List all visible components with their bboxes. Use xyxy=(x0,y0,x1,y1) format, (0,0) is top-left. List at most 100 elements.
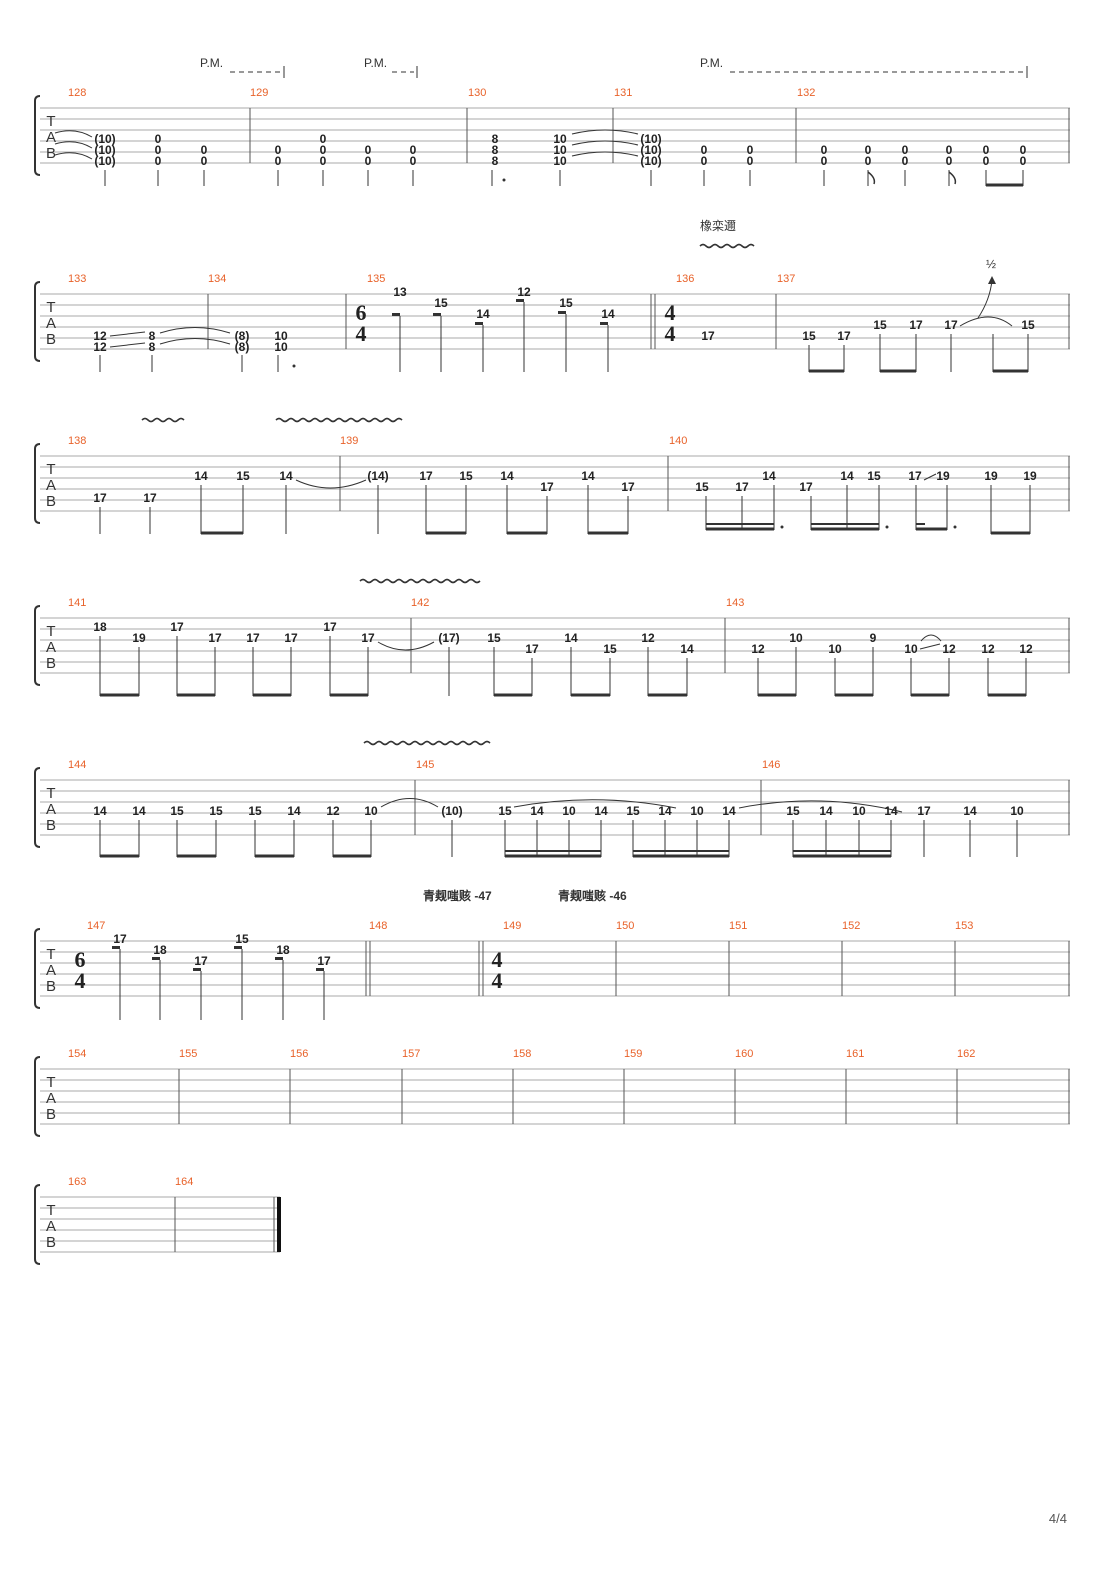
measure-number: 146 xyxy=(762,759,780,771)
fret-number: 19 xyxy=(984,469,998,483)
system-bracket xyxy=(34,1056,41,1137)
measure-number: 140 xyxy=(669,435,687,447)
tab-clef-b: B xyxy=(46,493,56,510)
note-stems xyxy=(99,636,1027,697)
fret-number: 0 xyxy=(1020,143,1027,157)
fret-number: 14 xyxy=(680,642,694,656)
tab-clef-b: B xyxy=(46,978,56,995)
fret-number: 0 xyxy=(320,154,327,168)
palm-mute-label: P.M. xyxy=(364,56,387,70)
fret-number: 8 xyxy=(149,340,156,354)
fret-number: 10 xyxy=(690,804,704,818)
fret-number: 15 xyxy=(1021,318,1035,332)
fret-number: 0 xyxy=(365,154,372,168)
fret-number: 0 xyxy=(201,143,208,157)
fret-number: 14 xyxy=(601,307,615,321)
fret-number: 0 xyxy=(320,132,327,146)
vibrato-mark xyxy=(359,578,481,584)
technique-label: 橡栾邇 xyxy=(700,218,736,233)
system-4: 141 142 143 T A B 18 19 17 17 17 17 17 1… xyxy=(34,578,1070,697)
measure-number: 149 xyxy=(503,920,521,932)
measure-number: 135 xyxy=(367,273,385,285)
fret-number: (10) xyxy=(441,804,462,818)
fret-number: 10 xyxy=(904,642,918,656)
system-bracket xyxy=(34,767,41,848)
fret-number: 14 xyxy=(762,469,776,483)
tab-clef-t: T xyxy=(46,1074,55,1091)
fret-number: 14 xyxy=(594,804,608,818)
fret-number: 15 xyxy=(459,469,473,483)
fret-number: 17 xyxy=(837,329,851,343)
time-signature-top: 6 xyxy=(75,947,86,972)
fret-number: 14 xyxy=(564,631,578,645)
tab-clef-a: A xyxy=(46,129,56,146)
fret-number: 0 xyxy=(865,143,872,157)
fret-number: 12 xyxy=(1019,642,1033,656)
fret-number: 19 xyxy=(1023,469,1037,483)
fret-number: 17 xyxy=(909,318,923,332)
measure-number: 151 xyxy=(729,920,747,932)
fret-number: 18 xyxy=(153,943,167,957)
fret-number: 12 xyxy=(751,642,765,656)
fret-number: (10) xyxy=(640,154,661,168)
tempo-mark: 青觌嗤赅 -47 xyxy=(423,888,492,903)
fret-number: 14 xyxy=(194,469,208,483)
fret-number: (8) xyxy=(235,329,250,343)
measure-number: 154 xyxy=(68,1048,86,1060)
fret-number: 0 xyxy=(983,154,990,168)
fret-number: 0 xyxy=(155,143,162,157)
fret-number: 17 xyxy=(194,954,208,968)
fret-number: 12 xyxy=(981,642,995,656)
fret-number: 8 xyxy=(149,329,156,343)
measure-number: 160 xyxy=(735,1048,753,1060)
fret-number: 0 xyxy=(155,132,162,146)
system-bracket xyxy=(34,443,41,524)
measure-number: 139 xyxy=(340,435,358,447)
fret-number: 17 xyxy=(317,954,331,968)
fret-number: 15 xyxy=(873,318,887,332)
measure-number: 155 xyxy=(179,1048,197,1060)
system-bracket xyxy=(34,1184,41,1265)
fret-number: 14 xyxy=(279,469,293,483)
fret-number: 15 xyxy=(487,631,501,645)
measure-number: 147 xyxy=(87,920,105,932)
note-stems xyxy=(99,299,1029,373)
note-stems xyxy=(99,485,1031,535)
fret-number: 0 xyxy=(865,154,872,168)
fret-number: 15 xyxy=(559,296,573,310)
vibrato-mark xyxy=(699,243,755,249)
fret-number: 10 xyxy=(274,329,288,343)
fret-number: 18 xyxy=(276,943,290,957)
fret-number: 12 xyxy=(326,804,340,818)
fret-number: 0 xyxy=(747,154,754,168)
fret-number: (10) xyxy=(94,154,115,168)
fret-number: 17 xyxy=(701,329,715,343)
fret-number: 14 xyxy=(93,804,107,818)
fret-number: (10) xyxy=(94,132,115,146)
fret-number: 10 xyxy=(553,154,567,168)
fret-number: 15 xyxy=(248,804,262,818)
tab-clef-a: A xyxy=(46,801,56,818)
fret-number: 0 xyxy=(275,154,282,168)
vibrato-mark xyxy=(141,417,185,423)
palm-mute-label: P.M. xyxy=(200,56,223,70)
fret-number: 0 xyxy=(701,154,708,168)
system-3: 138 139 140 T A B 17 17 14 15 14 (14) 17… xyxy=(34,417,1070,535)
fret-number: 17 xyxy=(284,631,298,645)
fret-number: (17) xyxy=(438,631,459,645)
measure-number: 143 xyxy=(726,597,744,609)
fret-number: 15 xyxy=(236,469,250,483)
system-bracket xyxy=(34,95,41,176)
measure-number: 163 xyxy=(68,1176,86,1188)
fret-number: 10 xyxy=(274,340,288,354)
fret-number: 12 xyxy=(942,642,956,656)
measure-number: 162 xyxy=(957,1048,975,1060)
system-5: 144 145 146 T A B 14 14 15 15 15 14 12 1… xyxy=(34,740,1070,858)
measure-number: 148 xyxy=(369,920,387,932)
measure-number: 129 xyxy=(250,87,268,99)
tab-clef-b: B xyxy=(46,331,56,348)
palm-mute-label: P.M. xyxy=(700,56,723,70)
measure-number: 159 xyxy=(624,1048,642,1060)
fret-number: 12 xyxy=(517,285,531,299)
